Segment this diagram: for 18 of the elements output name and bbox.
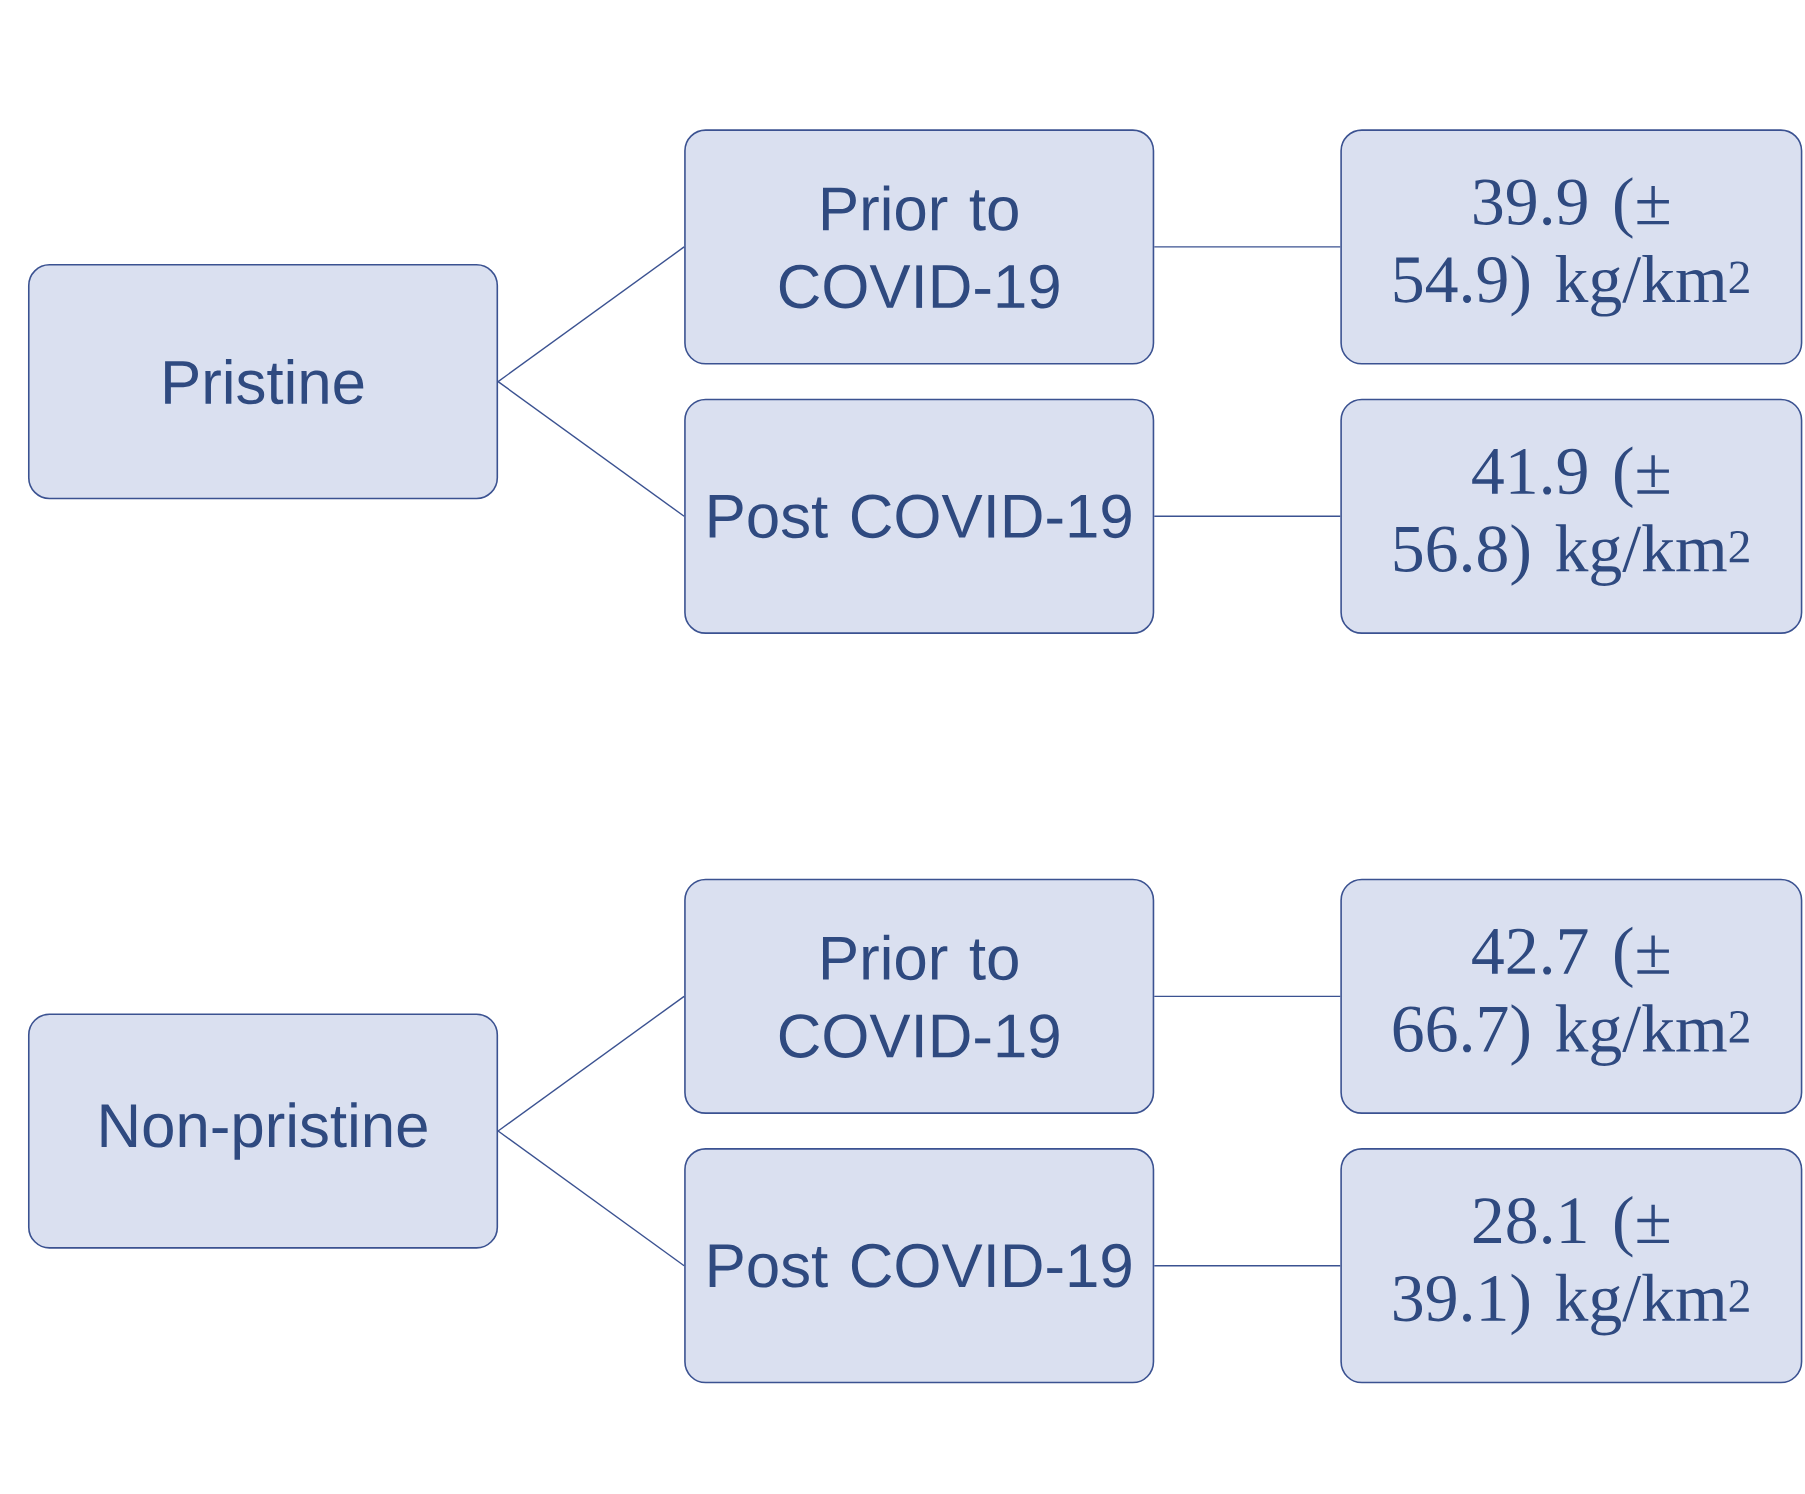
process-box: 28.1 (± 39.1) kg/km$^{2}$: [1340, 1147, 1803, 1384]
process-box: Prior to COVID-19: [684, 878, 1155, 1114]
connector-line: [1153, 995, 1341, 997]
connector-line: [497, 1130, 685, 1267]
process-box: Prior to COVID-19: [684, 129, 1155, 365]
connector-line: [497, 380, 685, 517]
process-box: Non-pristine: [27, 1013, 499, 1249]
connector-line: [1153, 515, 1341, 517]
connector-line: [1153, 246, 1341, 248]
process-box: Post COVID-19: [684, 1147, 1155, 1384]
process-box: 41.9 (± 56.8) kg/km$^{2}$: [1340, 398, 1803, 634]
connector-line: [497, 246, 685, 383]
process-box: 42.7 (± 66.7) kg/km$^{2}$: [1340, 878, 1803, 1114]
process-box: 39.9 (± 54.9) kg/km$^{2}$: [1340, 129, 1803, 365]
connector-line: [497, 995, 685, 1132]
process-box: Pristine: [27, 263, 499, 500]
process-box: Post COVID-19: [684, 398, 1155, 634]
connector-line: [1153, 1264, 1341, 1267]
